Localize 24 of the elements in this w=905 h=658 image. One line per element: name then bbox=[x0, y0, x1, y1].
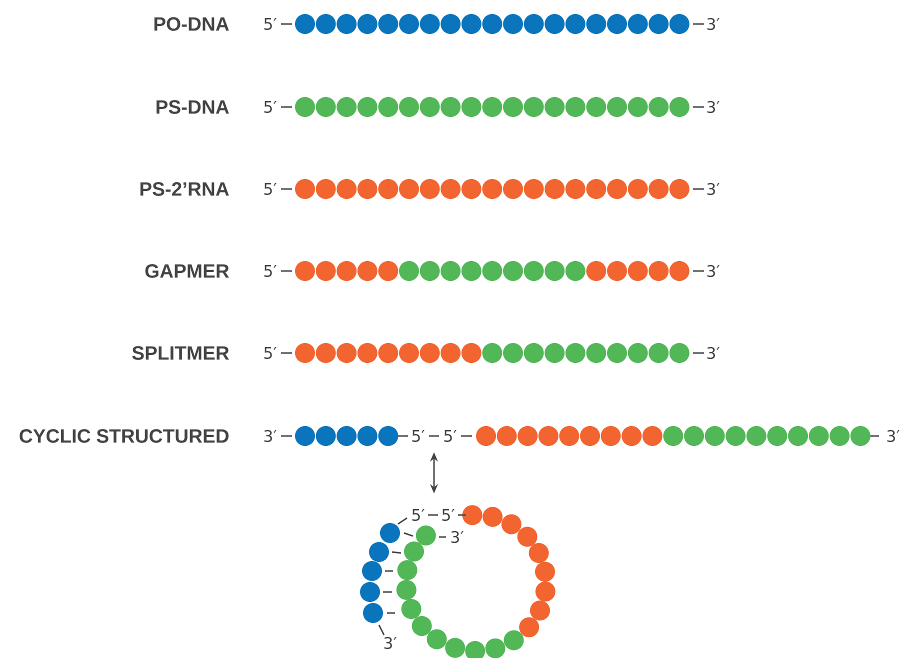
strand-name: GAPMER bbox=[145, 264, 230, 278]
end-label: 5′ bbox=[444, 430, 457, 442]
end-label: 3′ bbox=[707, 100, 720, 114]
end-label: 5′ bbox=[264, 101, 277, 113]
end-label: 3′ bbox=[707, 18, 720, 30]
end-label: 3′ bbox=[384, 636, 397, 650]
end-label: 3′ bbox=[707, 346, 720, 360]
end-label: 5′ bbox=[442, 509, 455, 521]
strand-name: PO-DNA bbox=[154, 17, 229, 31]
strand-name: PS-2’RNA bbox=[140, 182, 229, 196]
end-label: 5′ bbox=[264, 347, 277, 359]
end-label: 5′ bbox=[412, 430, 425, 442]
end-label: 3′ bbox=[707, 264, 720, 278]
end-label: 5′ bbox=[264, 265, 277, 277]
end-label: 3′ bbox=[707, 182, 720, 196]
end-label: 3′ bbox=[451, 530, 464, 544]
strand-name: PS-DNA bbox=[156, 100, 229, 114]
circular-strand-drawing bbox=[360, 505, 556, 658]
bead-strand-drawing bbox=[281, 426, 880, 446]
strand-name: CYCLIC STRUCTURED bbox=[20, 429, 229, 443]
strand-name: SPLITMER bbox=[132, 346, 230, 360]
end-label: 5′ bbox=[412, 509, 425, 521]
end-label: 5′ bbox=[264, 18, 277, 30]
end-label: 5′ bbox=[264, 183, 277, 195]
